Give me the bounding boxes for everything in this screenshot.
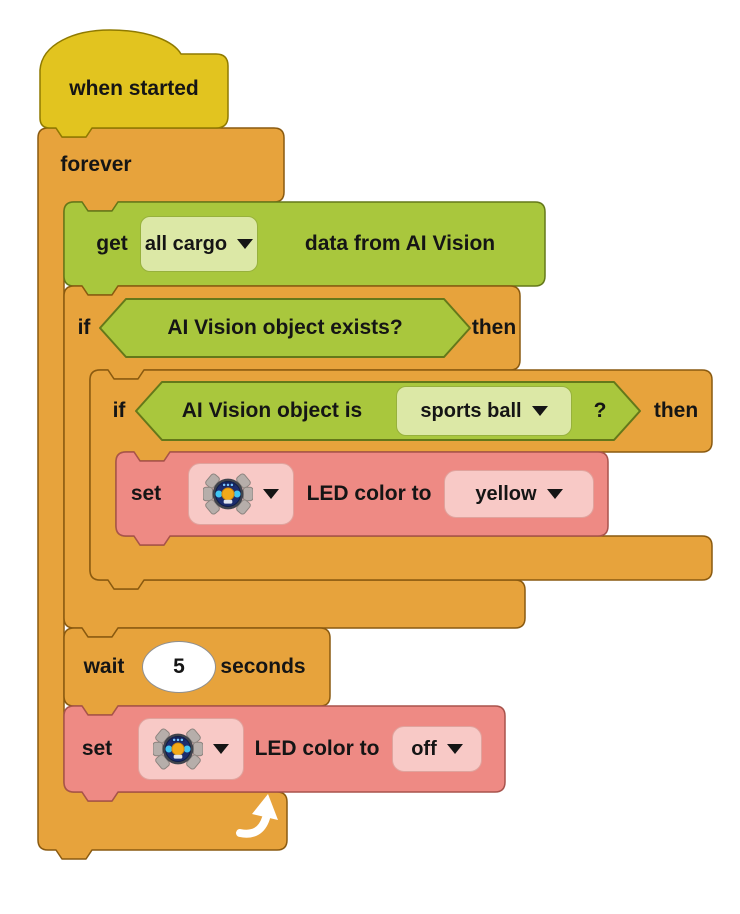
chevron-down-icon — [213, 744, 229, 754]
robot-123-icon — [153, 728, 203, 770]
chevron-down-icon — [546, 489, 563, 499]
set-off-property-label: LED color to — [254, 737, 380, 760]
all-cargo-dropdown-value: all cargo — [144, 232, 228, 255]
inner-condition-prefix-label: AI Vision object is — [181, 399, 363, 422]
when-started-hat-block[interactable] — [39, 29, 229, 138]
seconds-label: seconds — [220, 655, 306, 678]
when-started-label: when started — [69, 77, 199, 100]
chevron-down-icon — [531, 406, 548, 416]
all-cargo-dropdown[interactable]: all cargo — [140, 216, 258, 272]
outer-condition-label: AI Vision object exists? — [167, 316, 403, 339]
device-dropdown-yellow-block[interactable] — [188, 463, 294, 525]
sports-ball-dropdown[interactable]: sports ball — [396, 386, 572, 436]
led-color-dropdown-yellow[interactable]: yellow — [444, 470, 594, 518]
wait-seconds-value: 5 — [173, 655, 185, 678]
sports-ball-dropdown-value: sports ball — [420, 399, 522, 422]
ai-vision-object-exists-condition[interactable] — [99, 298, 471, 358]
led-color-value: yellow — [475, 482, 537, 505]
wait-seconds-input[interactable]: 5 — [142, 641, 216, 693]
inner-condition-suffix-label: ? — [593, 399, 607, 422]
chevron-down-icon — [237, 239, 254, 249]
led-color-dropdown-off[interactable]: off — [392, 726, 482, 772]
set-yellow-verb-label: set — [130, 482, 162, 505]
chevron-down-icon — [263, 489, 279, 499]
inner-then-label: then — [653, 399, 699, 422]
set-yellow-property-label: LED color to — [306, 482, 432, 505]
outer-then-label: then — [471, 316, 517, 339]
get-rest-label: data from AI Vision — [304, 232, 496, 255]
outer-if-label: if — [77, 316, 91, 339]
inner-if-label: if — [112, 399, 126, 422]
forever-label: forever — [60, 153, 132, 176]
robot-123-icon — [203, 473, 253, 515]
chevron-down-icon — [446, 744, 463, 754]
get-label: get — [96, 232, 128, 255]
loop-arrow-icon — [236, 794, 278, 838]
set-off-verb-label: set — [81, 737, 113, 760]
led-color-value: off — [411, 737, 437, 760]
wait-label: wait — [83, 655, 125, 678]
device-dropdown-off-block[interactable] — [138, 718, 244, 780]
